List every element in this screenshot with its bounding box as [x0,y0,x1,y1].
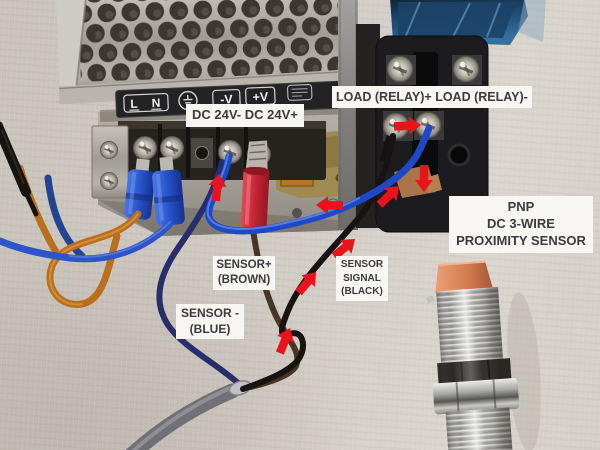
wire-dc-blue [205,124,433,235]
label-line: SENSOR - [180,306,239,320]
red-crimp-connector [240,140,270,231]
annotation-arrow [316,196,344,215]
annotation-arrow [415,165,433,192]
wire-ac-blue [0,220,174,263]
annotation-arrow [331,239,355,260]
terminal-marking-plusV: +V [252,90,269,105]
label-line: (BLACK) [341,286,383,297]
label-line: (BLUE) [189,321,231,336]
terminal-screw-N [159,135,185,161]
annotation-arrow [275,328,294,355]
label-line: PROXIMITY SENSOR [456,232,586,248]
wire-sensor-blue [156,159,241,386]
relay-screw [451,54,481,84]
terminal-marking-L: L [130,97,138,111]
label-line: SENSOR+ [216,259,272,271]
wire-ac-blue-stub [44,174,86,260]
wire-sensor-black [240,133,396,392]
proximity-sensor [425,260,520,450]
blue-crimp-connector [124,158,155,220]
terminal-marking-N: N [151,96,160,110]
label-line: SENSOR [340,259,384,270]
psu-vent-grille [78,0,343,82]
annotation-label-sensor-type: PNP DC 3-WIRE PROXIMITY SENSOR [449,196,593,253]
terminal-marking-minusV: -V [220,92,234,107]
blue-crimp-connector [152,156,185,226]
sensor-sensing-face [435,261,494,294]
annotation-label-sensor-minus: SENSOR - (BLUE) [176,304,244,340]
label-line: SIGNAL [343,272,381,284]
relay-screw [385,54,415,84]
annotation-label-sensor-plus: SENSOR+ (BROWN) [213,256,275,290]
annotation-label-sensor-signal: SENSOR SIGNAL (BLACK) [336,256,388,301]
sensor-chrome-nut [432,378,520,415]
annotation-arrow [295,272,316,296]
annotation-arrow [393,116,421,135]
annotation-arrow [208,174,227,202]
annotation-label-psu-output: DC 24V- DC 24V+ [186,104,304,127]
annotation-arrows [208,116,433,355]
annotation-label-relay-load: LOAD (RELAY)+ LOAD (RELAY)- [332,86,532,109]
annotation-arrow [376,186,399,208]
label-line: DC 3-WIRE [487,215,555,231]
sensor-shadow [507,292,541,450]
terminal-screw-L [132,135,158,161]
label-line: PNP [507,199,535,214]
black-probe [0,121,39,217]
mounting-bracket [91,125,129,199]
label-line: (BROWN) [217,273,271,286]
